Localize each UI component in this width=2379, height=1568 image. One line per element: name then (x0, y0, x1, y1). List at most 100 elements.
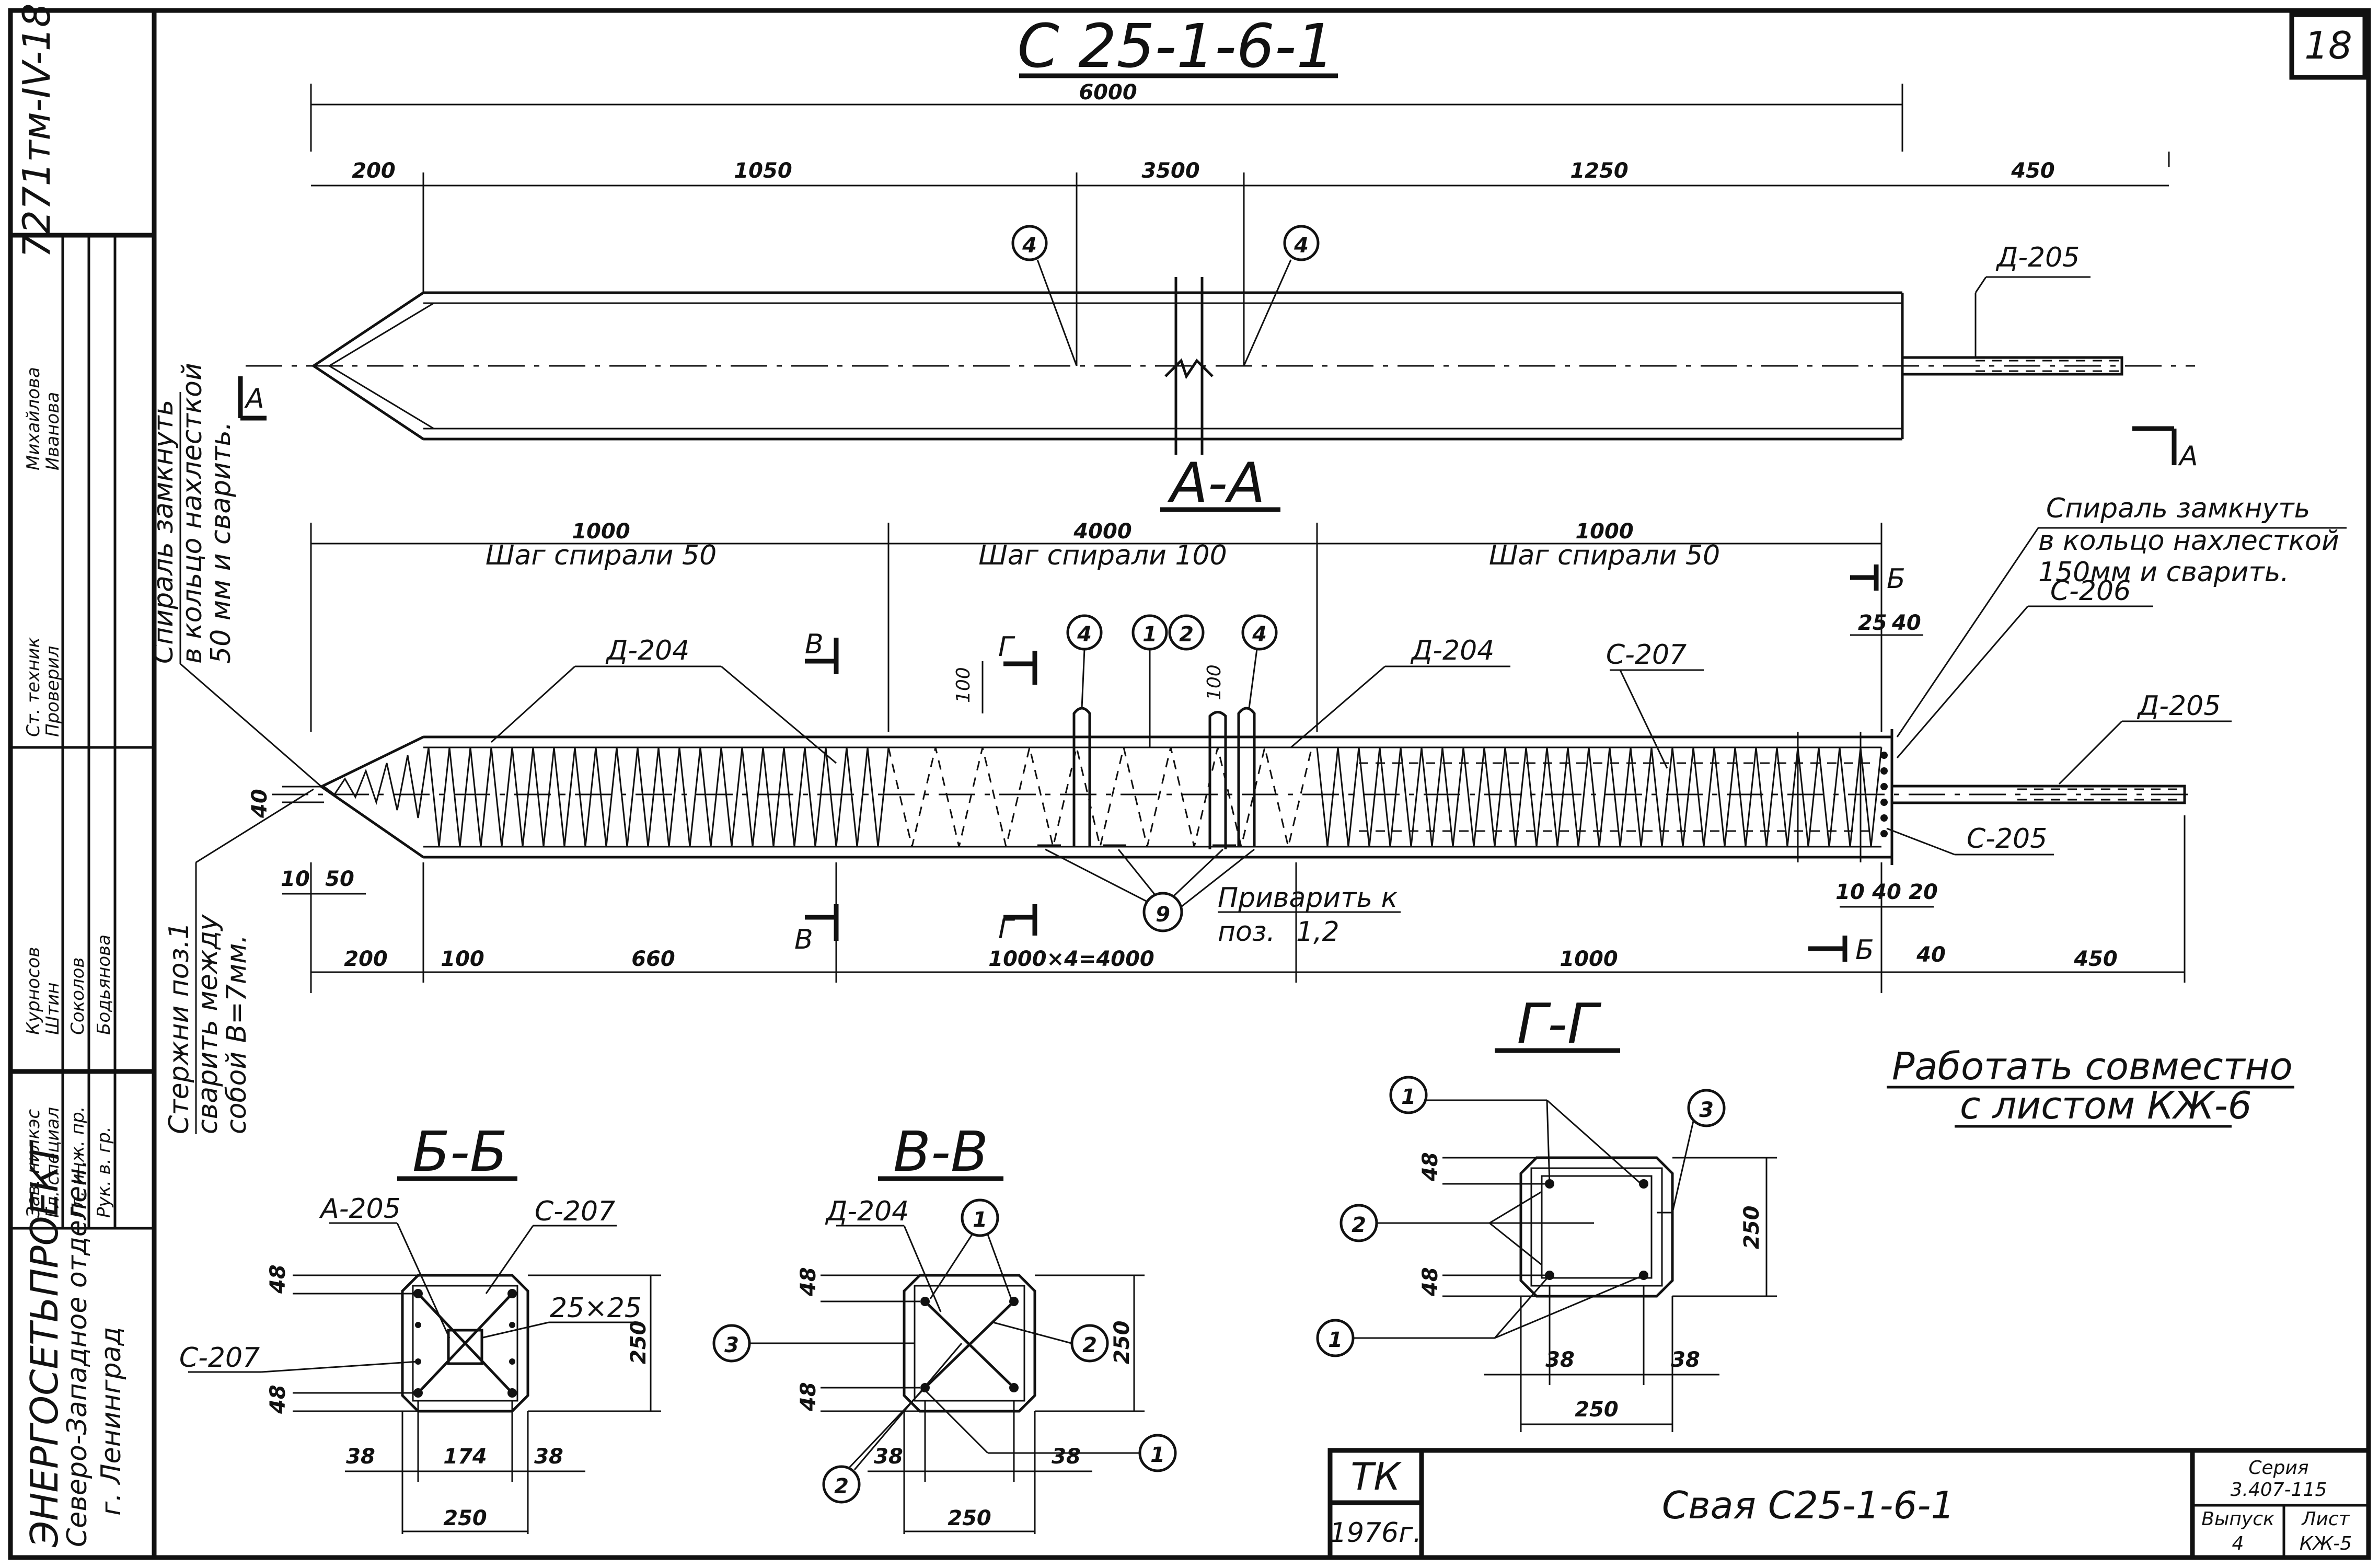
bb-label-c207-left: С-207 (179, 1342, 260, 1374)
cut-mark-v-bottom: В (794, 924, 813, 955)
note-right-1: Спираль замкнуть (2046, 493, 2310, 524)
section-aa: 1000 4000 1000 Шаг спирали 50 Шаг спирал… (148, 363, 2347, 1134)
label-c206: С-206 (2050, 575, 2131, 607)
section-mark-a-right: А (2178, 441, 2198, 472)
note-right-2: в кольцо нахлесткой (2038, 525, 2339, 557)
staff-name-5: Михайлова (23, 367, 44, 470)
label-c207: С-207 (1606, 639, 1687, 671)
tb-issue-label: Выпуск (2201, 1508, 2274, 1530)
aa-dim-1000-left: 1000 (572, 520, 630, 544)
gg-bubble-1-top: 1 (1401, 1085, 1416, 1109)
step-label-right: Шаг спирали 50 (1489, 540, 1720, 571)
section-aa-title: А-А (1167, 451, 1265, 515)
section-bb-title: Б-Б (412, 1120, 507, 1184)
bb-label-c207-top: С-207 (535, 1196, 615, 1227)
staff-name-2: Штин (42, 983, 63, 1035)
sheet-frame: 18 (8, 8, 2371, 1560)
tb-tk: ТК (1350, 1455, 1402, 1498)
gg-dim-250-h: 250 (1575, 1398, 1619, 1422)
vv-bubble-3: 3 (724, 1333, 739, 1357)
aa-bot-40: 40 (1916, 943, 1946, 967)
gg-dim-38-left: 38 (1545, 1348, 1575, 1372)
gg-dim-48-top: 48 (1418, 1152, 1442, 1182)
vv-bubble-2-right: 2 (1082, 1333, 1097, 1357)
vv-bubble-1-bottom: 1 (1150, 1443, 1165, 1467)
dim-200: 200 (352, 159, 396, 183)
bubble-4-b: 4 (1252, 622, 1267, 647)
section-vv: Д-204 1 2 3 2 1 48 48 250 (712, 1196, 1177, 1534)
vv-bubble-2-left: 2 (834, 1474, 849, 1498)
label-d204-right: Д-204 (1411, 635, 1495, 666)
staff-name-6: Иванова (42, 392, 63, 470)
aa-dim-10: 10 (281, 867, 310, 891)
aa-dim-40-right: 40 (1872, 880, 1901, 904)
bb-dim-250-h: 250 (443, 1506, 487, 1530)
bubble-4-a: 4 (1077, 622, 1092, 647)
dim-overall: 6000 (1079, 80, 1137, 105)
staff-role-5: Ст. техник (23, 637, 44, 737)
tb-issue: 4 (2232, 1533, 2244, 1554)
bubble-4-left: 4 (1022, 234, 1037, 258)
cut-mark-g-top: Г (998, 631, 1015, 663)
cut-mark-g-bottom: Г (998, 914, 1015, 945)
aa-dim-20: 20 (1909, 880, 1938, 904)
bubble-1: 1 (1142, 622, 1157, 647)
cut-mark-b-bottom: Б (1855, 935, 1874, 966)
staff-role-3: Гл. инж. пр. (67, 1106, 88, 1218)
dim-3500: 3500 (1141, 159, 1199, 183)
cut-mark-v-top: В (805, 629, 824, 660)
gg-bubble-3: 3 (1699, 1098, 1714, 1122)
note-bottom-1: Стержни поз.1 (164, 922, 195, 1134)
aa-dim-1000-right: 1000 (1575, 520, 1633, 544)
bb-dim-174: 174 (443, 1445, 487, 1469)
aa-dim-40-top: 40 (1891, 611, 1921, 635)
note-left-1: Спираль замкнуть (148, 400, 179, 664)
staff-role-1: Зав. нилкэс (23, 1109, 44, 1218)
bb-label-25x25: 25×25 (550, 1293, 642, 1324)
vv-dim-250-v: 250 (1110, 1321, 1134, 1365)
note-bottom-2: сварить между (192, 914, 224, 1134)
section-mark-a-left: А (244, 383, 264, 414)
staff-role-4: Рук. в. гр. (94, 1126, 114, 1218)
aa-dim-100-b: 100 (1204, 664, 1225, 700)
weld-note-1: Приварить к (1218, 882, 1398, 914)
tb-sheet: КЖ-5 (2300, 1533, 2352, 1554)
step-label-middle: Шаг спирали 100 (978, 540, 1227, 571)
approval-stamp: 7271тм-IV-18 Ст. техник Михайлова Провер… (10, 3, 154, 1548)
vv-dim-48-bot: 48 (796, 1382, 821, 1412)
cut-mark-b-top: Б (1887, 563, 1905, 595)
gg-bubble-2: 2 (1352, 1213, 1366, 1237)
rebar-d205-top: Д-205 (1996, 242, 2080, 273)
bb-dim-48-top: 48 (266, 1264, 290, 1294)
aa-dim-100-a: 100 (953, 667, 974, 703)
label-c205: С-205 (1967, 823, 2047, 855)
dim-1050: 1050 (734, 159, 792, 183)
vv-bubble-1-top: 1 (973, 1208, 987, 1232)
bb-dim-38-right: 38 (534, 1445, 563, 1469)
section-vv-title: В-В (893, 1120, 988, 1184)
section-gg-title: Г-Г (1517, 992, 1602, 1056)
vv-label-d204: Д-204 (825, 1196, 909, 1227)
drawing-title: С 25-1-6-1 (1017, 11, 1334, 82)
gg-dim-250-v: 250 (1740, 1206, 1764, 1250)
aa-bot-4000: 1000×4=4000 (988, 947, 1154, 971)
tb-sheet-label: Лист (2301, 1508, 2350, 1530)
vv-dim-38-left: 38 (874, 1445, 903, 1469)
bb-dim-38-left: 38 (346, 1445, 375, 1469)
note-left-2: в кольцо нахлесткой (177, 363, 208, 664)
vv-dim-48-top: 48 (796, 1267, 821, 1297)
title-block: ТК 1976г. Свая С25-1-6-1 Серия 3.407-115… (1327, 1448, 2371, 1560)
tb-series: 3.407-115 (2231, 1479, 2327, 1501)
note-line-1: Работать совместно (1892, 1044, 2293, 1088)
gg-dim-38-right: 38 (1671, 1348, 1700, 1372)
org-city: г. Ленинград (96, 1327, 127, 1516)
pile-elevation: 6000 200 1050 3500 1250 450 Д-205 4 (238, 80, 2198, 472)
staff-name-4: Бодьянова (94, 935, 114, 1035)
staff-name-1: Курносов (23, 947, 44, 1035)
dim-1250: 1250 (1570, 159, 1628, 183)
vv-dim-250-h: 250 (948, 1506, 991, 1530)
aa-dim-50: 50 (325, 867, 354, 891)
aa-dim-4000: 4000 (1073, 520, 1131, 544)
vv-dim-38-right: 38 (1052, 1445, 1081, 1469)
bubble-4-right: 4 (1294, 234, 1309, 258)
